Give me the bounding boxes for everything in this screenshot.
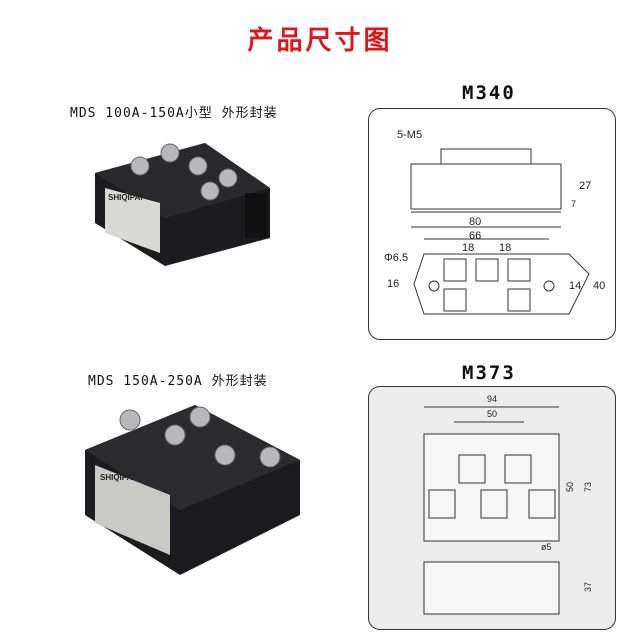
svg-text:94: 94: [487, 394, 497, 404]
product-1-model: M340: [462, 82, 516, 104]
product-2-photo: SHIQIPAI: [85, 405, 300, 575]
svg-text:40: 40: [593, 280, 605, 292]
product-1-caption: MDS 100A-150A小型 外形封装: [70, 106, 278, 121]
brand-label: SHIQIPAI: [108, 193, 143, 202]
product-1-photo: SHIQIPAI: [95, 143, 270, 266]
m373-drawing: 94 50 73 50 ø5 37: [368, 386, 616, 630]
svg-text:ø5: ø5: [541, 542, 552, 552]
product-2-caption: MDS 150A-250A 外形封装: [88, 374, 268, 389]
svg-text:73: 73: [583, 482, 593, 492]
svg-text:18: 18: [462, 242, 474, 254]
svg-text:SHIQIPAI: SHIQIPAI: [100, 473, 135, 482]
svg-text:50: 50: [565, 482, 575, 492]
svg-text:16: 16: [387, 278, 399, 290]
svg-text:5-M5: 5-M5: [397, 129, 422, 141]
svg-text:37: 37: [583, 582, 593, 592]
svg-text:80: 80: [469, 216, 481, 228]
product-2-model: M373: [462, 362, 516, 384]
page-title: 产品尺寸图: [247, 26, 393, 56]
svg-text:Φ6.5: Φ6.5: [384, 252, 408, 264]
svg-text:7: 7: [571, 199, 576, 209]
svg-text:50: 50: [487, 409, 497, 419]
svg-text:66: 66: [469, 230, 481, 242]
m340-drawing: 5-M5 80 66 18 18 Φ6.5 16 27 7 14 40: [368, 108, 616, 340]
svg-text:27: 27: [579, 180, 591, 192]
svg-text:14: 14: [569, 280, 581, 292]
svg-text:18: 18: [499, 242, 511, 254]
